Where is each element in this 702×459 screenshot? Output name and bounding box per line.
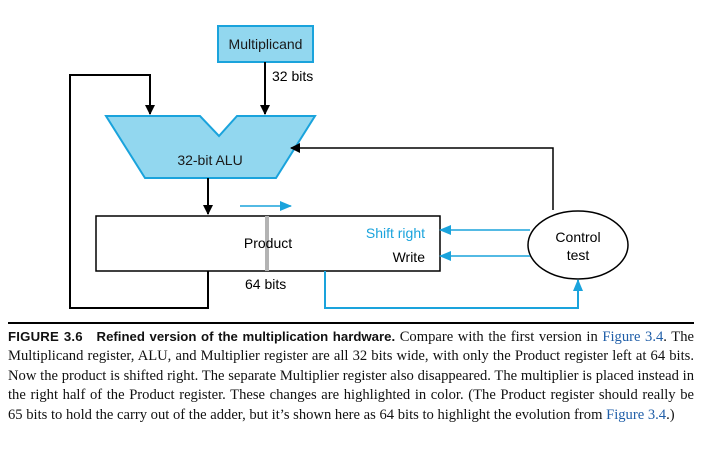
product-half-divider (265, 216, 269, 271)
multiplicand-label: Multiplicand (229, 36, 303, 52)
control-to-alu-wire (290, 143, 554, 210)
alu: 32-bit ALU (104, 115, 317, 179)
alu-label: 32-bit ALU (177, 152, 242, 168)
multiplicand-register: Multiplicand (217, 25, 314, 63)
figure-reference-link[interactable]: Figure 3.4 (606, 406, 667, 423)
product-lsb-to-control-wire (324, 271, 583, 309)
shift-right-label: Shift right (366, 225, 425, 241)
product-register: Product Shift right Write (95, 215, 441, 272)
figure-caption: FIGURE 3.6 Refined version of the multip… (8, 327, 694, 425)
figure-number: FIGURE 3.6 (8, 329, 83, 344)
product-feedback-wire (69, 74, 209, 309)
figure-reference-link[interactable]: Figure 3.4 (602, 329, 664, 345)
caption-text-3: .) (666, 406, 675, 423)
width-32-label: 32 bits (272, 68, 313, 84)
caption-text-2: . The Multiplicand register, ALU, and Mu… (8, 329, 694, 423)
write-label: Write (393, 249, 426, 265)
control-label-line1: Control (555, 229, 600, 245)
width-64-label: 64 bits (245, 276, 286, 292)
product-label: Product (244, 235, 292, 251)
multiplication-hardware-diagram: Multiplicand 32 bits 32-bit ALU Product … (69, 25, 629, 309)
figure-title: Refined version of the multiplication ha… (96, 329, 396, 344)
control-test: Control test (527, 210, 629, 280)
caption-divider (8, 322, 694, 324)
caption-text-1: Compare with the first version in (395, 329, 603, 345)
control-label-line2: test (567, 247, 590, 263)
